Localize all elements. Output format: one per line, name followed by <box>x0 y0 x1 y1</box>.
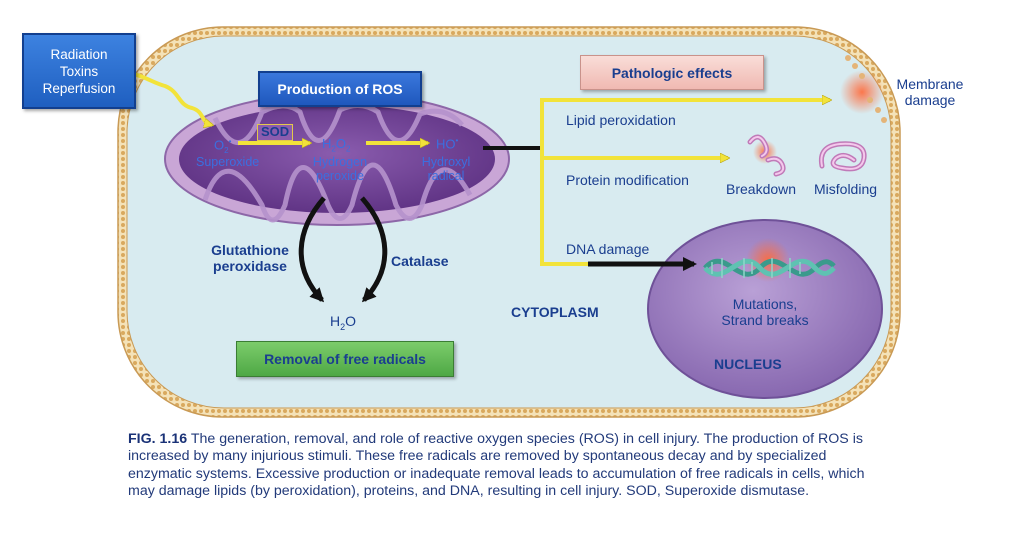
dna-helix-icon <box>703 238 836 282</box>
figure-caption: FIG. 1.16 The generation, removal, and r… <box>128 431 888 501</box>
membrane-line2: damage <box>904 92 956 109</box>
catalase-arrow <box>360 196 388 303</box>
peroxide-base: H <box>322 136 332 151</box>
superoxide-sup: • <box>228 137 232 146</box>
mutations-line1: Mutations, <box>732 296 798 312</box>
hydroxyl-name-line1: Hydroxyl <box>421 155 471 169</box>
protein-breakdown-icon <box>747 134 786 177</box>
stimulus-reperfusion: Reperfusion <box>42 80 116 96</box>
superoxide-formula: O2• <box>214 137 231 155</box>
mutations-line2: Strand breaks <box>721 312 809 329</box>
effects-branch <box>540 100 830 266</box>
glutathione-peroxidase-arrow <box>298 196 326 303</box>
hydroxyl-radical-formula: HO• <box>436 136 458 152</box>
water-mid: O <box>345 313 357 329</box>
protein-modification-label: Protein modification <box>566 172 689 188</box>
peroxide-mid: O <box>335 136 346 151</box>
glutathione-line2: peroxidase <box>213 258 287 275</box>
breakdown-label: Breakdown <box>726 181 797 197</box>
lipid-peroxidation-label: Lipid peroxidation <box>566 112 676 128</box>
hydroxyl-radical-label: Hydroxyl radical <box>418 155 474 184</box>
peroxide-sub: 2 <box>331 144 336 154</box>
superoxide-base: O <box>214 137 225 153</box>
membrane-fragments <box>845 55 887 123</box>
sod-text: SOD <box>261 124 290 139</box>
protein-misfolding-icon <box>818 141 867 172</box>
production-of-ros-title: Production of ROS <box>277 81 403 97</box>
cytoplasm-label: CYTOPLASM <box>511 304 599 320</box>
membrane-damage-glow <box>840 70 884 114</box>
glutathione-peroxidase-label: Glutathione peroxidase <box>200 242 300 274</box>
superoxide-sub: 2 <box>224 145 229 155</box>
membrane-damage-label: Membrane damage <box>888 76 972 108</box>
water-sub: 2 <box>340 321 346 332</box>
misfolding-label: Misfolding <box>814 181 878 197</box>
pathologic-effects-box: Pathologic effects <box>580 55 764 90</box>
membrane-line1: Membrane <box>896 76 964 92</box>
stimuli-box: Radiation Toxins Reperfusion <box>22 33 136 109</box>
peroxide-sub2: 2 <box>345 144 351 154</box>
catalase-label: Catalase <box>391 253 449 269</box>
hydroxyl-name-line2: radical <box>427 169 465 184</box>
superoxide-label: Superoxide <box>196 155 260 169</box>
dna-damage-label: DNA damage <box>566 241 650 257</box>
removal-of-free-radicals-title: Removal of free radicals <box>264 351 426 367</box>
stimulus-toxins: Toxins <box>59 63 99 79</box>
figure-caption-text: The generation, removal, and role of rea… <box>128 431 865 500</box>
sod-label: SOD <box>257 124 294 141</box>
peroxide-name-line1: Hydrogen <box>312 155 368 169</box>
production-of-ros-box: Production of ROS <box>258 71 422 107</box>
removal-of-free-radicals-box: Removal of free radicals <box>236 341 454 377</box>
figure-caption-label: FIG. 1.16 <box>128 431 188 447</box>
water-base: H <box>330 313 341 329</box>
stimulus-radiation: Radiation <box>50 46 108 62</box>
hydroxyl-sup: • <box>455 136 459 145</box>
peroxide-name-line2: peroxide <box>316 169 364 184</box>
water-formula: H2O <box>330 313 356 332</box>
glutathione-line1: Glutathione <box>211 242 289 258</box>
stimuli-arrow <box>115 70 212 125</box>
nucleus-label: NUCLEUS <box>714 356 782 372</box>
hydrogen-peroxide-formula: H2O2 <box>322 136 351 154</box>
hydroxyl-base: HO <box>436 136 456 152</box>
mutations-label: Mutations, Strand breaks <box>710 296 820 328</box>
hydrogen-peroxide-label: Hydrogen peroxide <box>310 155 370 184</box>
pathologic-effects-title: Pathologic effects <box>611 64 733 81</box>
